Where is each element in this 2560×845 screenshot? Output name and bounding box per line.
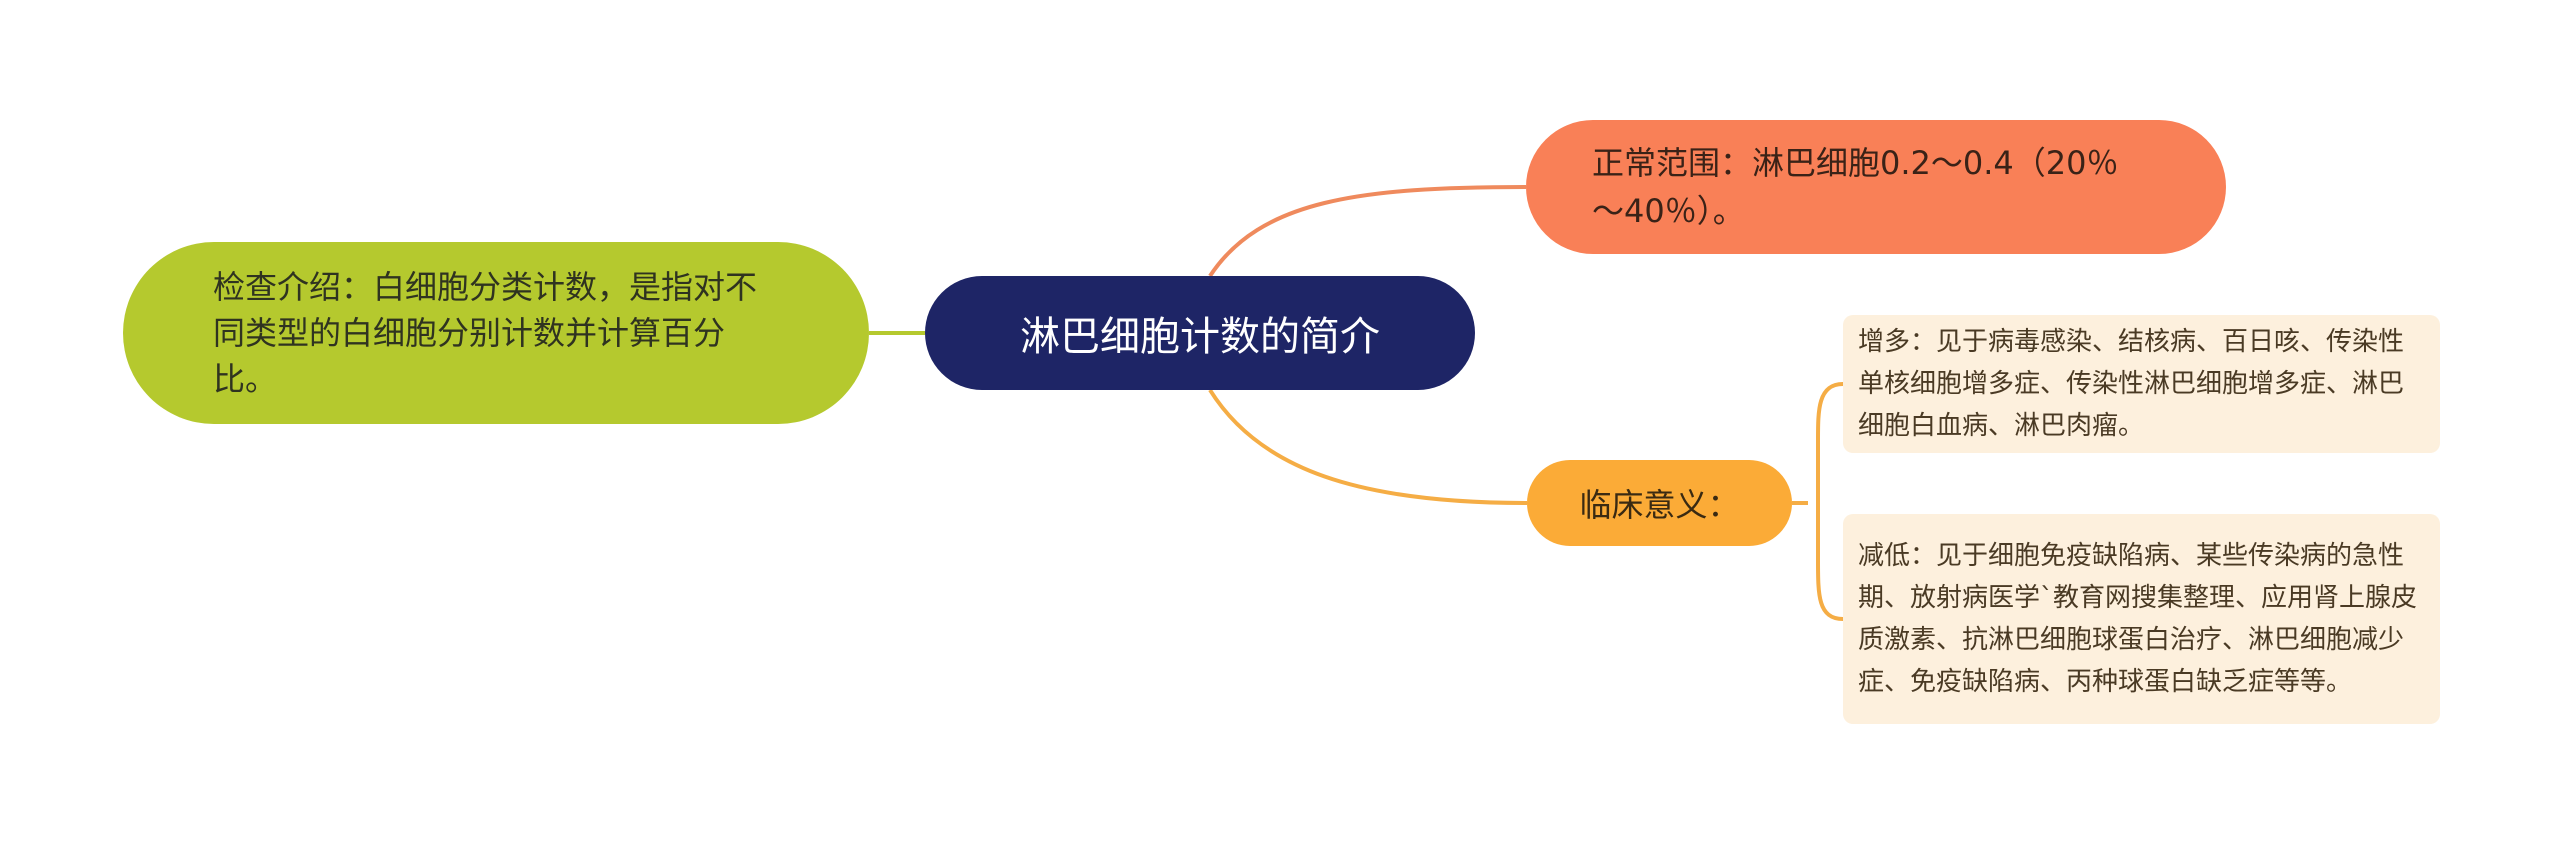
- root-topic: 淋巴细胞计数的简介: [925, 276, 1475, 390]
- connector-root-to-clinical: [1208, 388, 1528, 505]
- decrease-leaf: 减低：见于细胞免疫缺陷病、某些传染病的急性期、放射病医学`教育网搜集整理、应用肾…: [1843, 514, 2440, 724]
- increase-text: 增多：见于病毒感染、结核病、百日咳、传染性单核细胞增多症、传染性淋巴细胞增多症、…: [1858, 327, 2405, 441]
- normal-range-node: 正常范围：淋巴细胞0.2～0.4（20％～40％）。: [1526, 120, 2226, 254]
- clinical-significance-node: 临床意义：: [1527, 460, 1792, 546]
- root-topic-text: 淋巴细胞计数的简介: [1020, 314, 1380, 360]
- clinical-significance-text: 临床意义：: [1579, 486, 1740, 524]
- connector-root-to-normal-range: [1208, 185, 1527, 278]
- increase-leaf: 增多：见于病毒感染、结核病、百日咳、传染性单核细胞增多症、传染性淋巴细胞增多症、…: [1843, 315, 2440, 453]
- intro-node: 检查介绍：白细胞分类计数，是指对不同类型的白细胞分别计数并计算百分比。: [123, 242, 869, 424]
- connector-clinical-bracket: [1792, 382, 1844, 621]
- decrease-text: 减低：见于细胞免疫缺陷病、某些传染病的急性期、放射病医学`教育网搜集整理、应用肾…: [1858, 541, 2418, 697]
- normal-range-text: 正常范围：淋巴细胞0.2～0.4（20％～40％）。: [1592, 144, 2119, 230]
- intro-text: 检查介绍：白细胞分类计数，是指对不同类型的白细胞分别计数并计算百分比。: [213, 268, 758, 398]
